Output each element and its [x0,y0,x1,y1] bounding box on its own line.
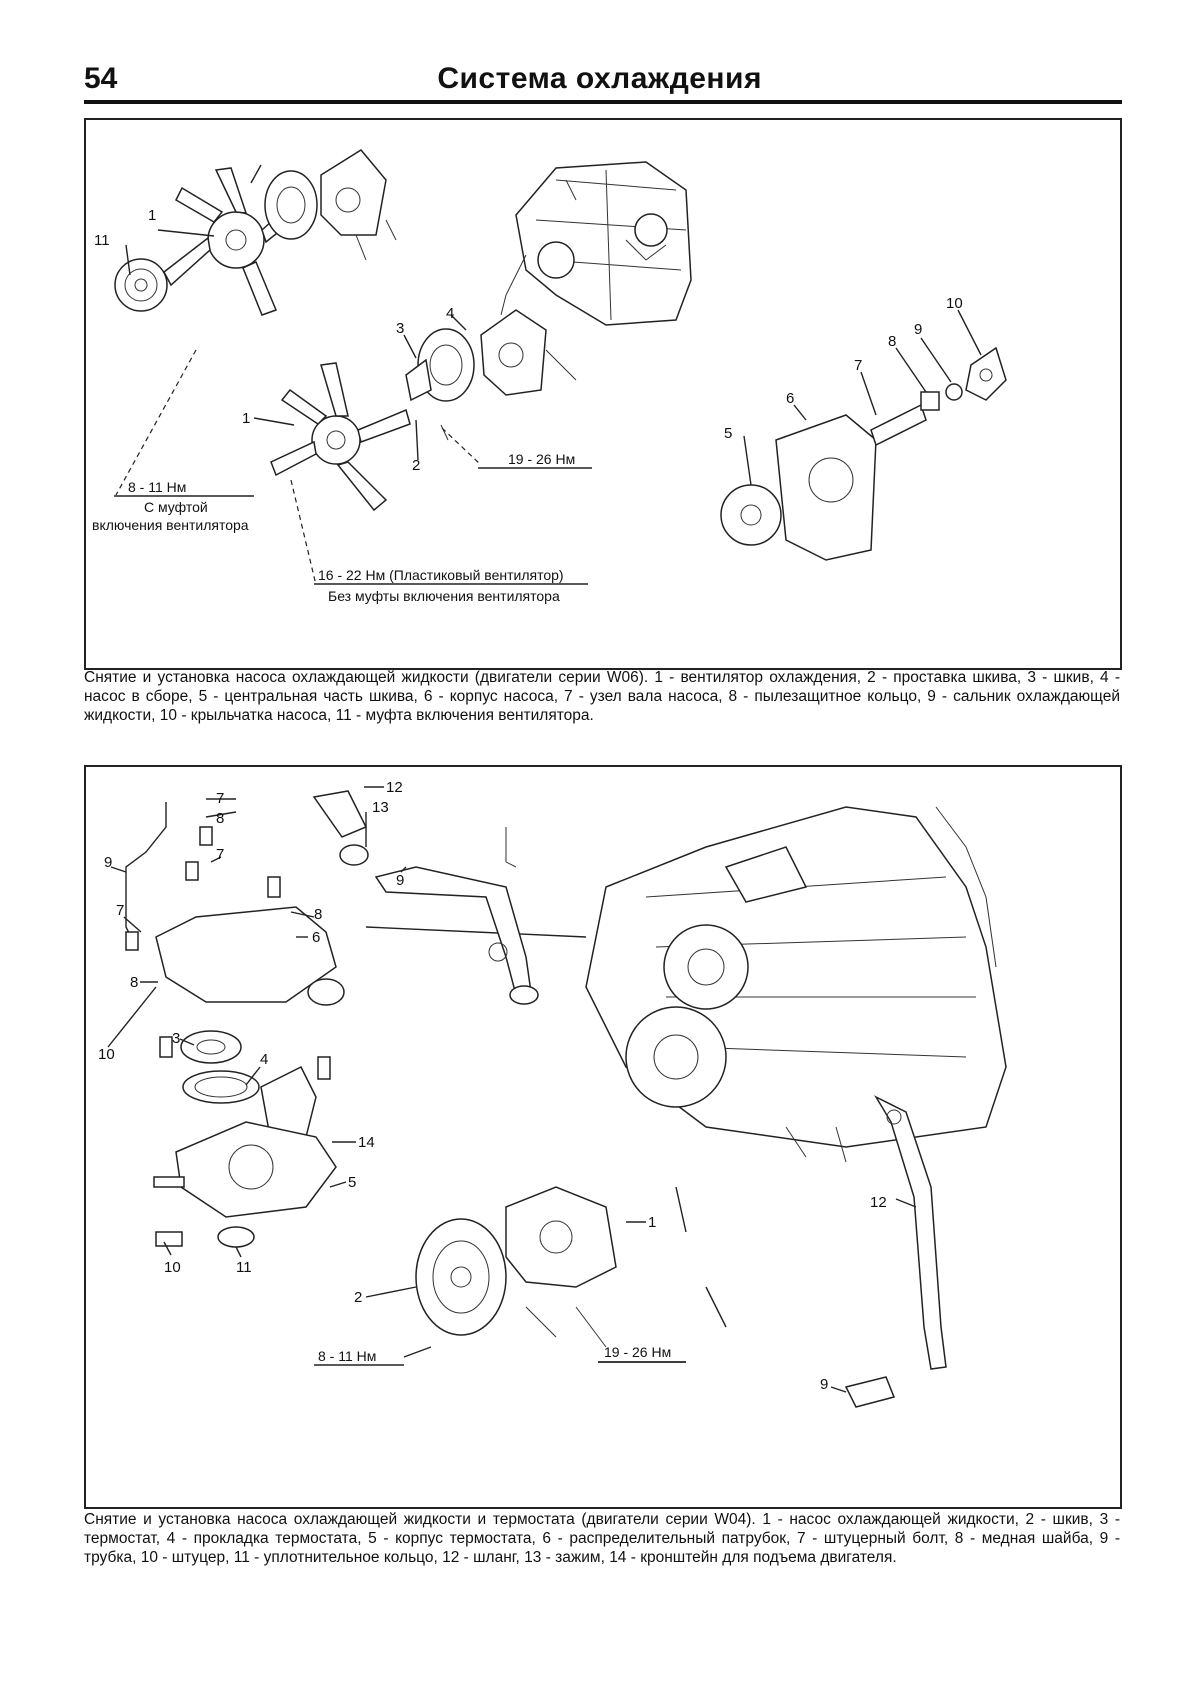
label-4: 4 [260,1051,268,1068]
label-9-c: 9 [820,1376,828,1393]
figure-1-caption: Снятие и установка насоса охлаждающей жи… [84,669,1120,724]
label-1-upper: 1 [148,207,156,224]
torque-16-22: 16 - 22 Нм (Пластиковый вентилятор) [318,567,564,583]
torque-19-26: 19 - 26 Нм [508,451,575,467]
label-7-a: 7 [216,790,224,807]
label-9: 9 [914,321,922,338]
label-7-c: 7 [116,902,124,919]
label-1: 1 [648,1214,656,1231]
label-8: 8 [888,333,896,350]
engine-block-drawing [515,161,692,326]
label-6: 6 [312,929,320,946]
label-10-b: 10 [164,1259,181,1276]
hose-lower-drawing [844,1095,947,1408]
torque-8-11-fig2: 8 - 11 Нм [318,1348,376,1364]
label-8-b: 8 [314,906,322,923]
hose-upper-drawing [312,790,539,1005]
label-7-b: 7 [216,846,224,863]
torque-8-11-note-2: включения вентилятора [92,517,249,533]
label-9-a: 9 [104,854,112,871]
label-5: 5 [348,1174,356,1191]
label-1-lower: 1 [242,410,250,427]
leader-lines [115,164,982,586]
label-2: 2 [412,457,420,474]
label-7: 7 [854,357,862,374]
figure-1-drawing: 11 1 1 2 3 4 5 6 7 8 9 10 8 - 11 Нм С му… [92,149,1007,604]
figure-2-caption: Снятие и установка насоса охлаждающей жи… [84,1511,1120,1566]
fan-upper-drawing [114,149,397,316]
page-number: 54 [84,62,118,95]
thermostat-housing-drawing [125,802,345,1248]
torque-8-11: 8 - 11 Нм [128,479,186,495]
engine-drawing [365,806,1007,1163]
torque-16-22-note: Без муфты включения вентилятора [328,588,560,604]
label-11: 11 [236,1259,252,1276]
header-rule [84,100,1122,104]
label-2: 2 [354,1289,362,1306]
label-8-a: 8 [216,810,224,827]
label-5: 5 [724,425,732,442]
label-10-a: 10 [98,1046,115,1063]
fan-middle-drawing [270,254,577,512]
page-title: Система охлаждения [437,62,762,95]
figure-water-pump-w06: 11 1 1 2 3 4 5 6 7 8 9 10 8 - 11 Нм С му… [84,118,1122,670]
page-header: 54 Система охлаждения [84,58,1122,104]
label-3: 3 [172,1030,180,1047]
pump-exploded-drawing [720,346,1007,561]
torque-8-11-note-1: С муфтой [144,499,208,515]
torque-19-26-fig2: 19 - 26 Нм [604,1344,671,1360]
label-14: 14 [358,1134,375,1151]
label-3: 3 [396,320,404,337]
label-8-c: 8 [130,974,138,991]
label-9-b: 9 [396,872,404,889]
figure-2-drawing: 7 8 9 7 8 7 6 8 10 3 4 14 5 10 11 12 13 … [98,779,1007,1408]
label-13: 13 [372,799,389,816]
label-11: 11 [94,232,110,249]
label-10: 10 [946,295,963,312]
label-12-b: 12 [870,1194,887,1211]
figure-pump-thermostat-w04: 7 8 9 7 8 7 6 8 10 3 4 14 5 10 11 12 13 … [84,765,1122,1509]
label-12-a: 12 [386,779,403,796]
label-6: 6 [786,390,794,407]
label-4: 4 [446,305,454,322]
pump-pulley-drawing [415,1186,727,1348]
